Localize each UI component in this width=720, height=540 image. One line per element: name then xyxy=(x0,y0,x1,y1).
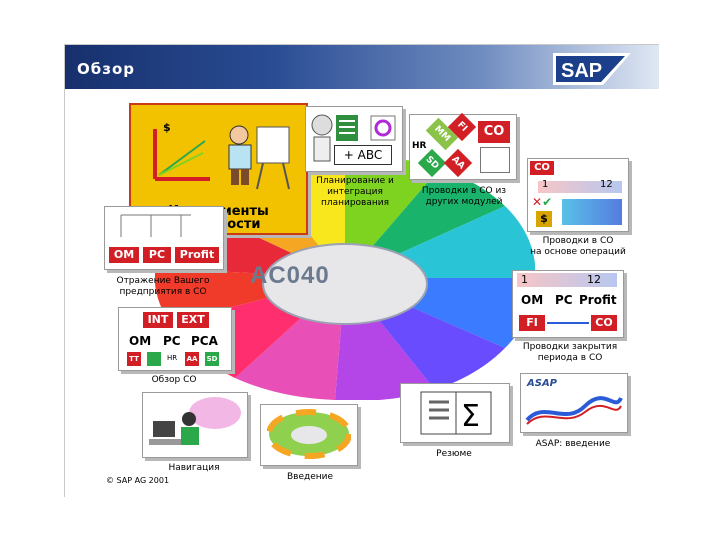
tile-enterprise-reflection-label-1: Отражение Вашего xyxy=(116,276,210,286)
hr-tag: HR xyxy=(167,354,178,362)
sd-tag: SD xyxy=(205,352,219,366)
tile-co-overview[interactable]: INT EXT OM PC PCA TT HR AA SD xyxy=(118,307,232,371)
pc-tag: PC xyxy=(555,293,573,307)
copyright: © SAP AG 2001 xyxy=(106,476,170,485)
sap-logo: SAP xyxy=(553,53,631,85)
period-start: 1 xyxy=(521,273,528,286)
tile-postings-modules[interactable]: MM FI CO HR SD AA xyxy=(409,112,517,180)
tile-planning-label-3: планирования xyxy=(320,198,390,208)
course-code: AC040 xyxy=(250,262,330,289)
tile-co-overview-label: Обзор СО xyxy=(151,375,197,385)
list-icon xyxy=(336,115,358,141)
co-tag: CO xyxy=(478,121,510,143)
tile-period-closing-label-1: Проводки закрытия xyxy=(522,342,618,352)
tile-postings-operations[interactable]: CO 1 12 ✕✔ $ xyxy=(527,158,629,232)
tile-period-closing[interactable]: 1 12 OM PC Profit FI CO xyxy=(512,270,624,338)
tt-tag: TT xyxy=(127,352,141,366)
om-tag: OM xyxy=(129,334,152,348)
period-end: 12 xyxy=(600,179,613,190)
fi-tag: FI xyxy=(519,315,545,331)
tile-introduction[interactable] xyxy=(260,404,358,466)
check-icon: ✕✔ xyxy=(532,195,553,209)
tile-postings-operations-label-2: на основе операций xyxy=(530,247,626,257)
tile-enterprise-reflection[interactable]: OM PC Profit xyxy=(104,206,224,270)
svg-text:$: $ xyxy=(163,121,171,134)
pca-tag: PCA xyxy=(191,334,218,348)
asap-logo: ASAP xyxy=(527,378,558,389)
period-start: 1 xyxy=(542,179,549,190)
sd-tag: SD xyxy=(417,148,447,178)
dollar-icon: $ xyxy=(536,211,552,227)
period-end: 12 xyxy=(587,273,601,286)
tile-planning-label-1: Планирование и xyxy=(316,176,394,186)
tile-period-closing-label-2: периода в СО xyxy=(537,353,603,363)
cycle-icon xyxy=(370,115,396,141)
tile-postings-modules-label-2: других модулей xyxy=(425,197,503,207)
roadmap-icon xyxy=(525,396,623,425)
ext-tag: EXT xyxy=(177,312,209,328)
tile-summary-label: Резюме xyxy=(436,449,472,459)
abc-box: + ABC xyxy=(334,145,392,165)
summary-book-icon: Σ xyxy=(420,391,492,435)
tile-enterprise-reflection-label-2: предприятия в СО xyxy=(119,287,207,297)
tile-planning-label-2: интеграция xyxy=(327,187,383,197)
transfer-arrow xyxy=(547,322,589,324)
tile-introduction-label: Введение xyxy=(286,472,334,482)
tile-navigation[interactable] xyxy=(142,392,248,458)
org-structure-icon xyxy=(120,214,191,237)
chart-icon: $ xyxy=(153,121,210,181)
presenter-icon xyxy=(228,125,290,190)
person-icon xyxy=(311,114,333,162)
tile-asap-intro-label: ASAP: введение xyxy=(535,439,611,449)
page-title: Обзор xyxy=(77,60,135,78)
co-tag: CO xyxy=(530,161,554,175)
tile-navigation-label: Навигация xyxy=(168,463,220,473)
header-bar: Обзор SAP xyxy=(65,45,659,89)
timeline-arrow xyxy=(538,181,622,193)
flow-icon xyxy=(562,199,622,225)
timeline-arrow xyxy=(517,273,617,287)
tile-planning[interactable]: + ABC xyxy=(305,106,403,172)
profit-tag: Profit xyxy=(579,293,617,307)
aa-tag: AA xyxy=(185,352,199,366)
tile-postings-operations-label-1: Проводки в СО xyxy=(542,236,614,246)
user-at-computer-icon xyxy=(149,397,241,445)
aa-tag: AA xyxy=(443,148,473,178)
document-icon xyxy=(480,147,510,173)
co-tag: CO xyxy=(591,315,617,331)
int-tag: INT xyxy=(143,312,173,328)
hr-tag: HR xyxy=(412,141,427,151)
tile-asap-intro[interactable]: ASAP xyxy=(520,373,628,433)
pc-tag: PC xyxy=(143,247,171,263)
pc-tag: PC xyxy=(163,334,181,348)
profit-tag: Profit xyxy=(175,247,219,263)
svg-text:Σ: Σ xyxy=(461,399,480,434)
om-tag: OM xyxy=(109,247,139,263)
green-tag xyxy=(147,352,161,366)
tile-summary[interactable]: Σ xyxy=(400,383,510,443)
om-tag: OM xyxy=(521,293,544,307)
wheel-miniature-icon xyxy=(267,409,351,459)
tile-postings-modules-label-1: Проводки в СО из xyxy=(421,186,507,196)
svg-text:SAP: SAP xyxy=(561,60,602,82)
